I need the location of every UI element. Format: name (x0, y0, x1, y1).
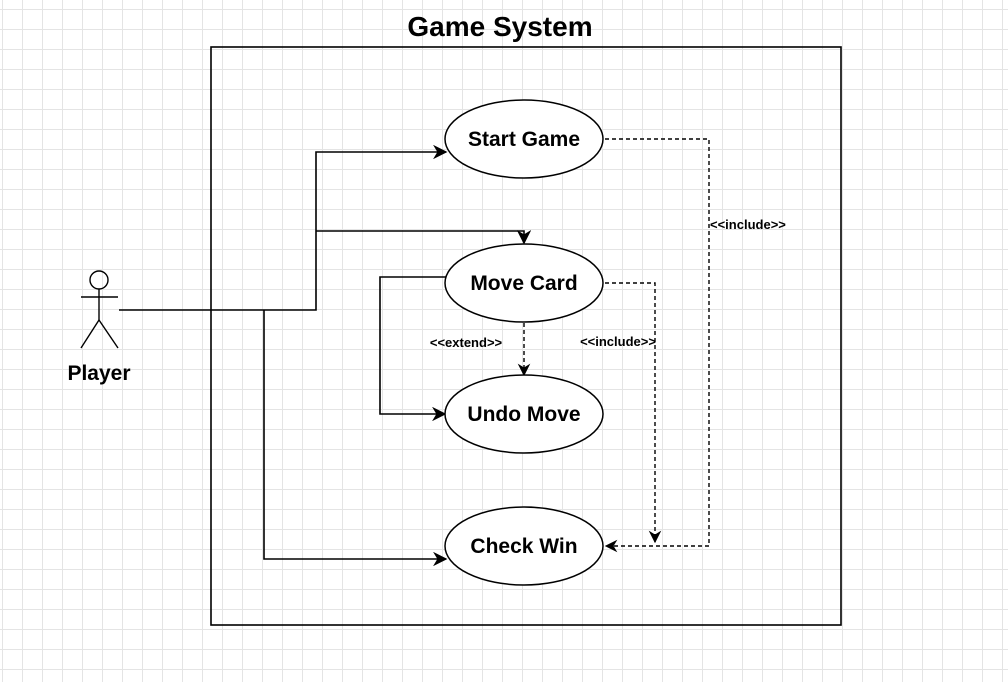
include-label-start: <<include>> (710, 217, 786, 232)
association-undo-move (379, 276, 447, 422)
actor-label: Player (67, 362, 130, 385)
extend-label: <<extend>> (430, 335, 503, 350)
use-case-undo-move[interactable]: Undo Move (444, 374, 604, 454)
association-check-win (263, 310, 448, 567)
use-case-start-game[interactable]: Start Game (444, 99, 604, 179)
use-case-check-win[interactable]: Check Win (444, 506, 604, 586)
use-case-label: Check Win (470, 535, 577, 558)
use-case-label: Move Card (470, 272, 577, 295)
include-start-to-check (604, 138, 710, 553)
use-case-label: Start Game (468, 128, 580, 151)
include-label-move: <<include>> (580, 334, 656, 349)
system-boundary (210, 46, 842, 626)
diagram-title: Game System (407, 11, 592, 42)
use-case-label: Undo Move (467, 403, 580, 426)
association-move-card (316, 230, 532, 245)
stick-figure-icon (80, 270, 119, 349)
include-move-to-check (605, 282, 662, 544)
use-case-move-card[interactable]: Move Card (444, 243, 604, 323)
